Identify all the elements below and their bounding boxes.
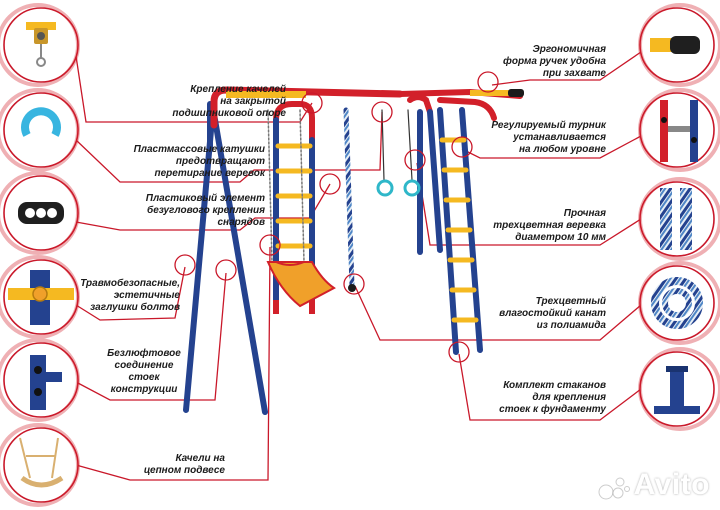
label-ground-anchors: Комплект стаканов для крепления стоек к … [499, 380, 606, 415]
label-plastic-rollers: Пластмассовые катушки предотвращают пере… [133, 144, 265, 179]
avito-watermark: Avito [598, 468, 710, 502]
avito-dots-icon [598, 474, 630, 500]
label-post-joint: Безлюфтовое соединение стоек конструкции [107, 348, 181, 395]
plastic-mount-icon [18, 202, 64, 224]
label-grip-handles: Эргономичная форма ручек удобна при захв… [503, 44, 606, 79]
label-bolt-caps: Травмобезопасные, эстетичные заглушки бо… [80, 278, 180, 313]
label-tricolor-rope: Прочная трехцветная веревка диаметром 10… [493, 208, 606, 243]
swing-set-illustration [183, 86, 524, 415]
pull-up-bar-icon [660, 100, 698, 162]
climbing-rope-coil-icon [651, 277, 703, 329]
left-callout-discs [3, 7, 79, 503]
bolt-cap-icon [8, 270, 74, 325]
label-climbing-rope: Трехцветный влагостойкий канат из полиам… [499, 296, 606, 331]
label-bearing-mount: Крепление качелей на закрытой подшипнико… [172, 84, 286, 119]
label-chain-swing: Качели на цепном подвесе [143, 453, 225, 476]
plastic-roller-icon [21, 107, 61, 137]
right-callout-discs-back [638, 3, 720, 431]
highlight-markers [174, 71, 499, 363]
avito-text: Avito [633, 468, 710, 501]
left-callout-discs-back [0, 3, 80, 507]
label-plastic-element: Пластиковый элемент безуглового креплени… [145, 193, 265, 228]
grip-handle-icon [650, 36, 700, 54]
ground-anchor-icon [654, 366, 700, 414]
tricolor-rope-icon [660, 188, 692, 250]
post-joint-icon [30, 355, 62, 410]
label-pull-up-bar: Регулируемый турник устанавливается на л… [491, 120, 606, 155]
chain-swing-icon [19, 437, 64, 488]
leader-lines [75, 51, 642, 481]
bearing-mount-icon [26, 22, 56, 67]
